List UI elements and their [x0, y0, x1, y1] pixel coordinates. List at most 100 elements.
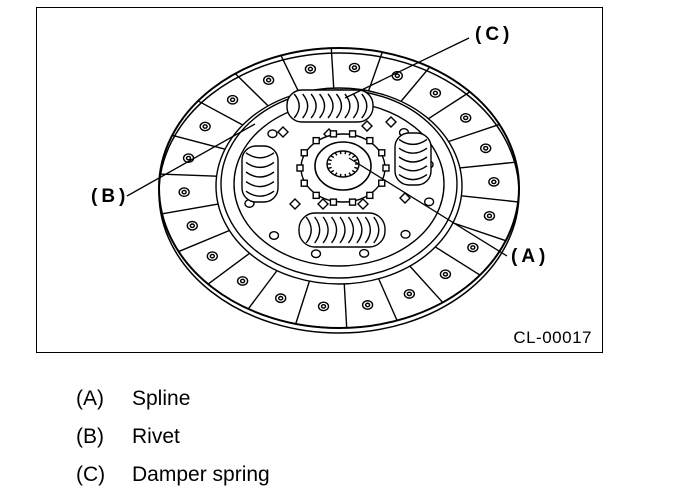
legend-key: (A)	[76, 387, 104, 410]
rivet-icon	[429, 88, 442, 98]
facing-segment-line	[367, 51, 383, 92]
spring-coil	[344, 93, 351, 119]
spring-coil	[319, 93, 326, 119]
legend-label: Damper spring	[132, 463, 270, 486]
rivet-icon	[275, 293, 287, 304]
spring-coil	[335, 93, 343, 119]
rivet-icon	[358, 248, 370, 258]
rivet-hole	[470, 245, 476, 250]
rivet-icon	[488, 176, 500, 187]
facing-segment-line	[400, 66, 431, 102]
stop-pin-icon	[289, 198, 301, 210]
spring-coil	[361, 93, 368, 119]
facing-segment-lines	[159, 48, 519, 328]
legend-item-damper-spring: (C) Damper spring	[76, 456, 270, 494]
stop-pin-icon	[399, 192, 411, 204]
spring-coil	[373, 216, 380, 244]
stop-pin-icon	[317, 198, 329, 210]
damper-spring-top	[286, 89, 374, 123]
rivet-icon	[317, 301, 330, 312]
rivet-icon	[199, 121, 211, 132]
facing-segment-line	[178, 229, 230, 253]
hub-tooth	[348, 130, 357, 138]
damper-spring-bottom	[298, 212, 386, 248]
stop-pin-icon	[361, 120, 373, 132]
rivet-icon	[236, 276, 249, 286]
rivet-hole	[181, 189, 187, 195]
hub-tooth	[312, 191, 320, 200]
spline-tooth	[339, 173, 342, 177]
rivet-icon	[480, 143, 492, 154]
diagram-frame: (C) (B) (A) CL-00017	[36, 7, 603, 353]
spring-coil	[398, 138, 428, 146]
spring-coil	[398, 174, 428, 181]
spline-tooth	[351, 155, 356, 159]
rivet-icon	[178, 187, 190, 198]
hub-tooth	[300, 179, 308, 187]
callout-c: (C)	[475, 24, 514, 45]
facing-segment-line	[452, 222, 507, 242]
facing-segment-line	[330, 48, 335, 89]
facing-segment-line	[459, 161, 516, 169]
facing-segment-line	[428, 91, 471, 120]
spline-tooth	[354, 166, 359, 170]
leader-c	[344, 37, 470, 99]
rivet-hole	[189, 223, 195, 229]
spring-coil	[398, 165, 428, 172]
rivet-hole	[209, 253, 216, 259]
hub-tooth	[296, 164, 304, 172]
spring-coil	[245, 152, 275, 159]
rivet-icon	[459, 112, 472, 123]
rivet-icon	[400, 229, 411, 239]
spline-tooth	[327, 166, 332, 170]
rivet-icon	[226, 94, 239, 105]
spring-coil	[356, 216, 363, 244]
spring-coil	[314, 216, 321, 244]
spring-coil	[352, 93, 360, 119]
rivet-icon	[348, 62, 361, 73]
rivet-icon	[267, 129, 278, 139]
rivet-icon	[304, 64, 317, 74]
facing-segment-line	[434, 246, 481, 276]
hub-tooth	[348, 198, 357, 206]
rivet-hole	[265, 77, 272, 83]
facing-segment-line	[448, 123, 500, 143]
rivet-hole	[351, 65, 358, 70]
spline-tooth	[330, 155, 335, 159]
spring-coil	[305, 216, 312, 244]
spring-coil	[245, 181, 275, 188]
rivet-hole	[364, 302, 371, 308]
spring-coil	[398, 156, 428, 163]
spring-coil	[322, 216, 329, 244]
spline-tooth	[339, 151, 342, 155]
spline-tooth	[351, 169, 356, 173]
spline-tooth	[327, 158, 332, 162]
stop-pin-icon	[277, 126, 289, 138]
hub-tooth	[382, 164, 390, 172]
spring-coil	[310, 93, 317, 119]
spline-tooth	[354, 158, 359, 162]
rivet-hole	[320, 304, 327, 309]
callout-b: (B)	[91, 186, 130, 207]
facing-segment-line	[247, 270, 278, 310]
spline-tooth	[344, 151, 347, 155]
spring-coil	[339, 216, 346, 244]
hub-tooth	[378, 179, 386, 187]
facing-segment-line	[461, 195, 519, 203]
facing-segment-line	[295, 280, 311, 325]
spring-coil	[398, 147, 428, 154]
rivet-icon	[423, 197, 435, 207]
figure-code: CL-00017	[513, 328, 592, 347]
spline-tooth	[348, 152, 352, 156]
spline-tooth	[334, 152, 338, 156]
spline-tooth	[348, 172, 352, 176]
rivet-icon	[268, 231, 280, 241]
spline-tooth	[334, 172, 338, 176]
facing-segment-line	[161, 203, 219, 215]
facing-segment-line	[343, 283, 348, 328]
rivet-icon	[439, 269, 452, 280]
spring-coil	[245, 171, 275, 178]
legend-item-spline: (A) Spline	[76, 380, 270, 418]
hub-tooth	[329, 198, 338, 206]
facing-rivets	[178, 62, 500, 312]
